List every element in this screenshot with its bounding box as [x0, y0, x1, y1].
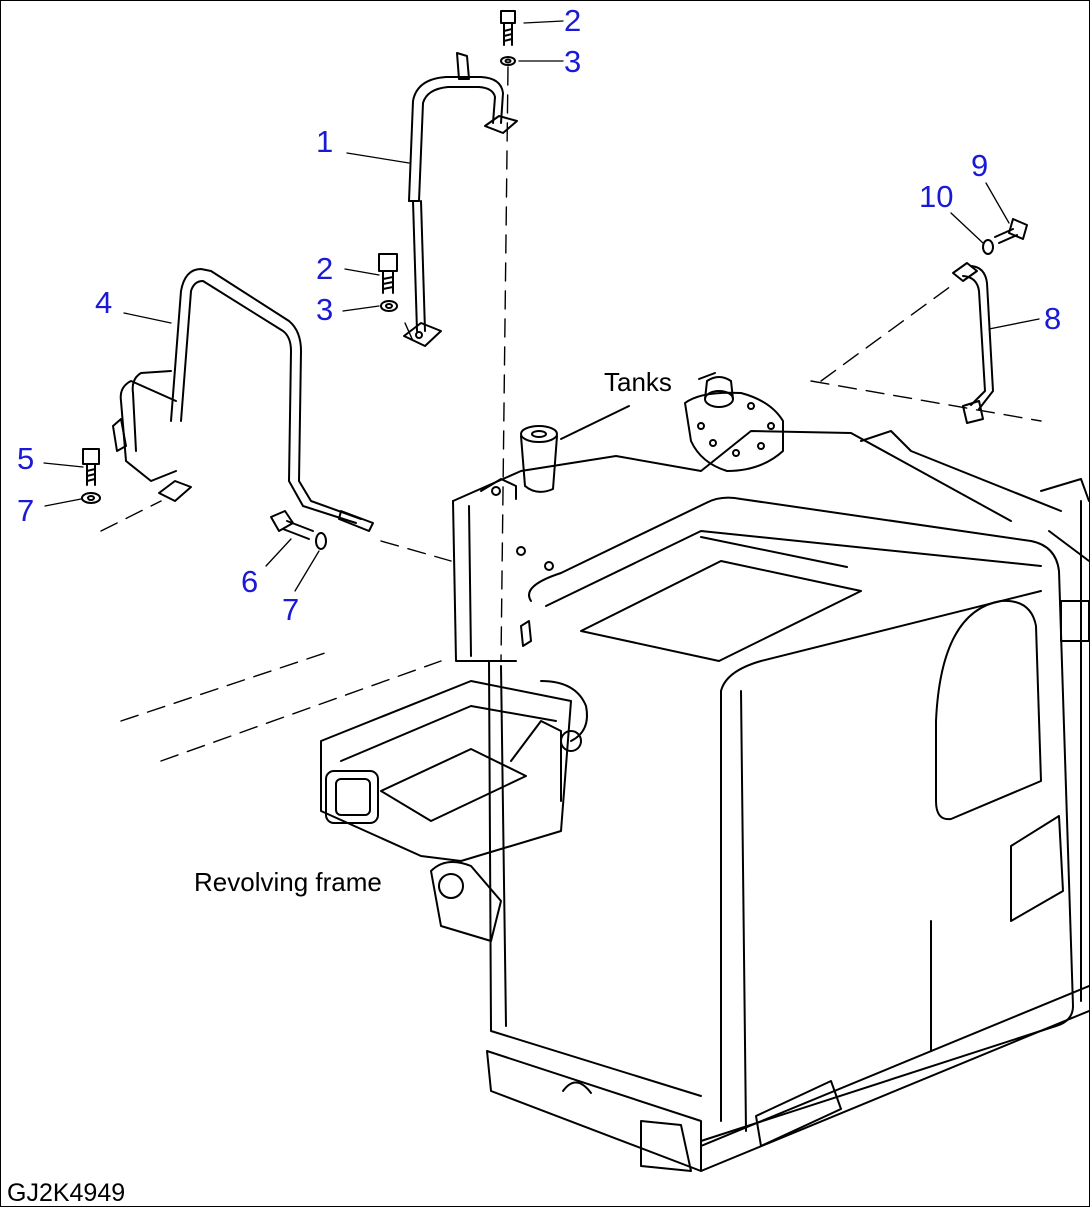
bolt-5-drawing: [81, 448, 101, 504]
part-label-4: 4: [95, 285, 113, 320]
part-label-3: 3: [564, 44, 582, 79]
tanks-annotation: Tanks: [604, 367, 672, 397]
bolt-2-middle-drawing: [378, 253, 398, 312]
revolving-frame-annotation: Revolving frame: [194, 867, 382, 897]
part-label-7: 7: [282, 592, 300, 627]
part-label-1: 1: [316, 124, 334, 159]
part-label-10: 10: [919, 179, 954, 214]
bolt-9-drawing: [982, 218, 1028, 255]
handrail-8-drawing: [952, 262, 994, 424]
handrail-4-drawing: [112, 268, 374, 532]
part-label-7: 7: [17, 493, 35, 528]
part-label-5: 5: [17, 441, 35, 476]
part-label-8: 8: [1044, 301, 1062, 336]
revolving-frame-drawing: [320, 430, 1089, 1172]
assembly-lines: [100, 66, 1042, 762]
part-label-2: 2: [564, 3, 582, 38]
part-label-6: 6: [241, 564, 259, 599]
drawing-code: GJ2K4949: [7, 1179, 126, 1207]
bolt-2-top-drawing: [500, 10, 516, 66]
handrail-1-drawing: [403, 52, 518, 347]
part-label-9: 9: [971, 148, 989, 183]
part-label-2: 2: [316, 251, 334, 286]
part-label-3: 3: [316, 292, 334, 327]
bolt-6-drawing: [270, 510, 327, 550]
leader-lines: [43, 20, 1040, 592]
